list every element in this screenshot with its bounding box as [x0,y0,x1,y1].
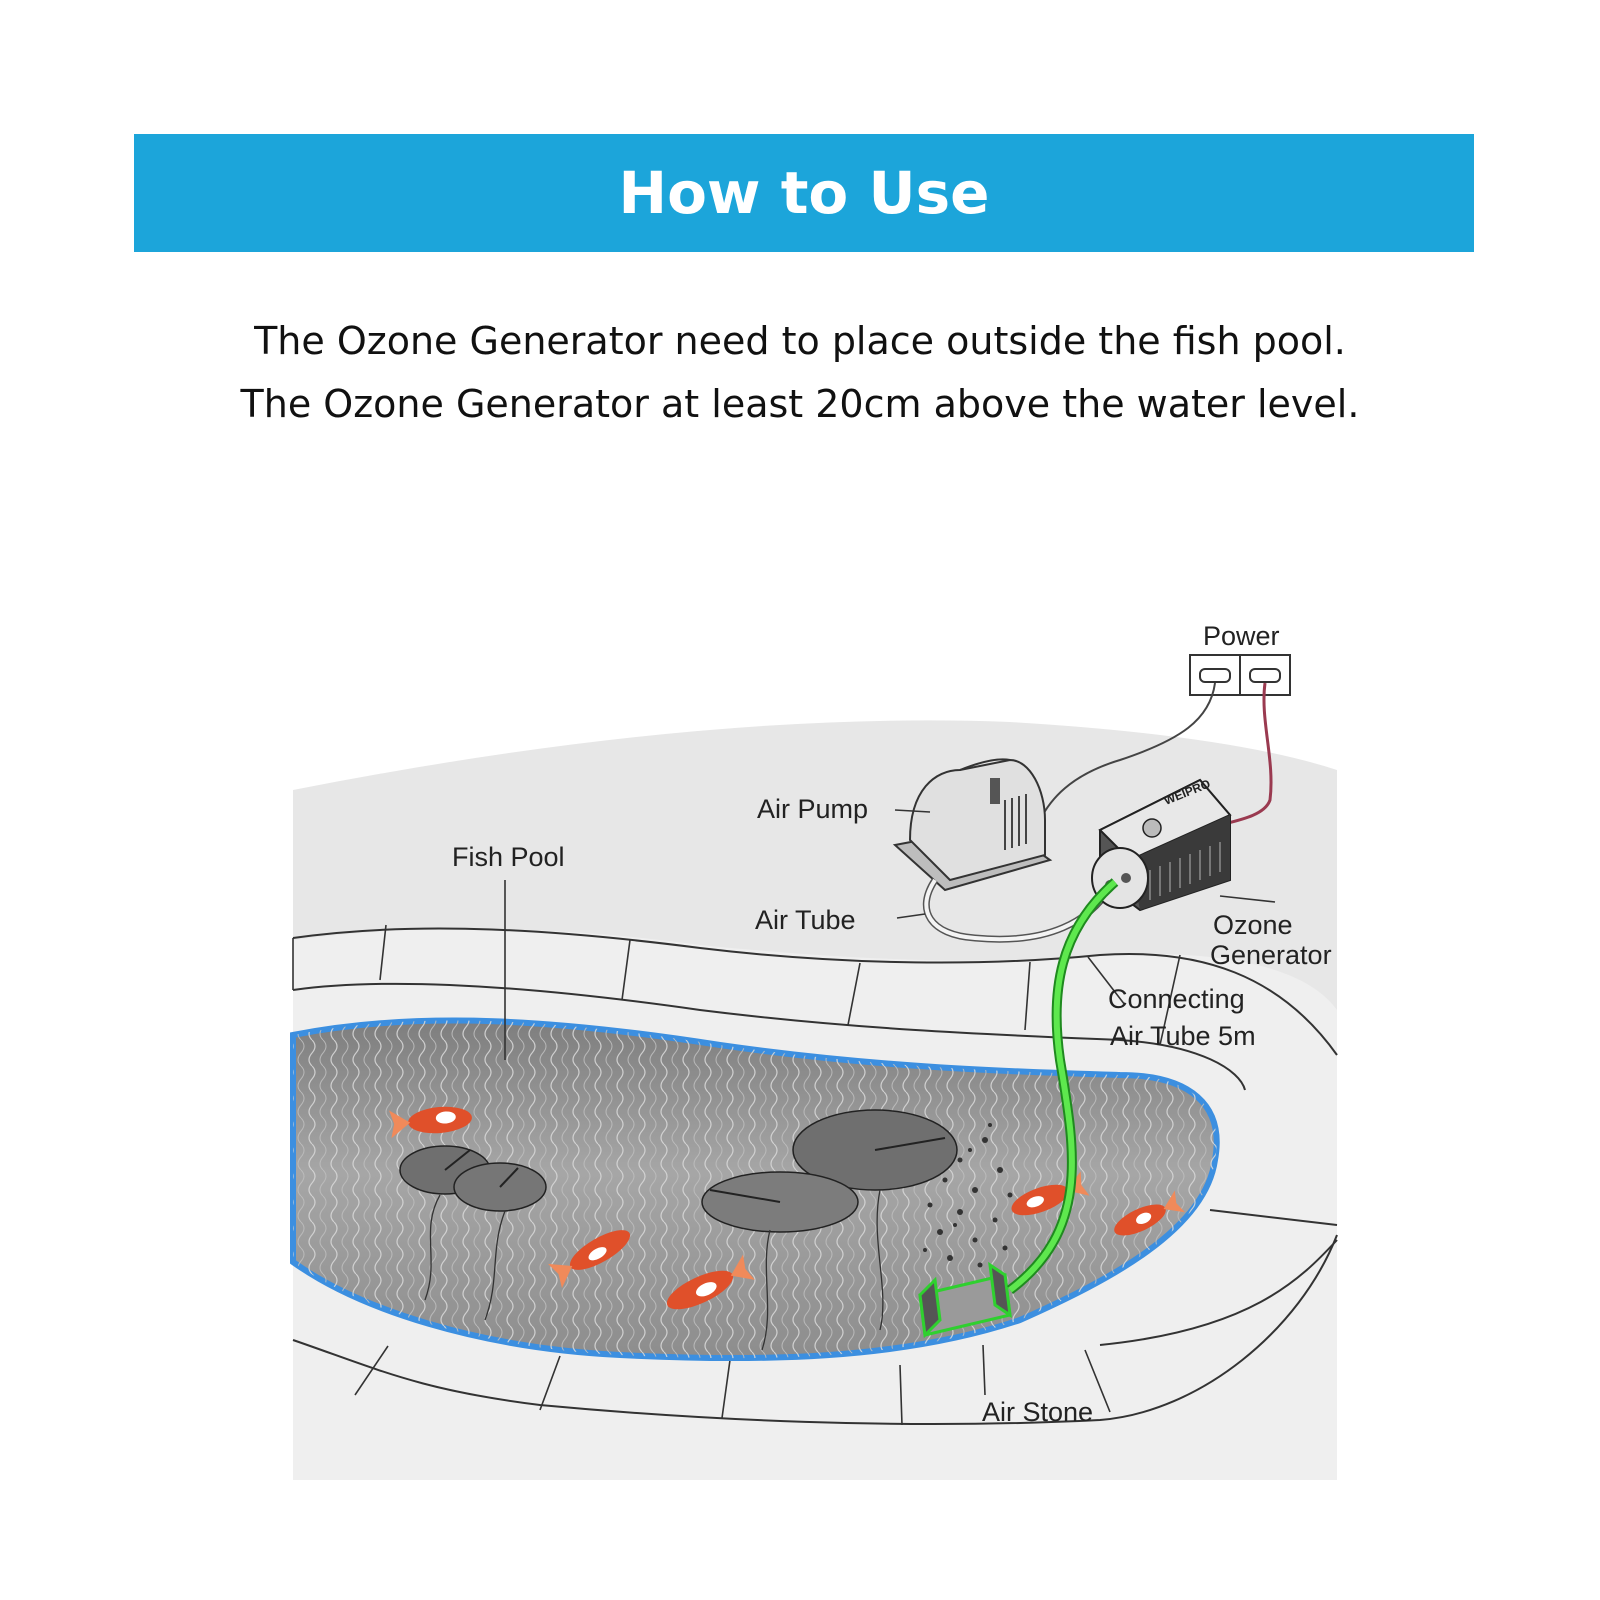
title-banner: How to Use [134,134,1474,252]
stone-edging [292,924,1338,1426]
fish-pool-label: Fish Pool [452,842,565,872]
power-outlet-icon [1189,654,1291,696]
generator-power-cord [1219,682,1273,827]
koi-fish-icon [388,1106,1185,1310]
air-pump-label: Air Pump [757,794,868,824]
air-pump-icon [892,758,1053,892]
leader-lines [504,809,1276,1396]
instructions: The Ozone Generator need to place outsid… [0,310,1600,436]
air-stone-label: Air Stone [982,1397,1093,1427]
ozone-generator-label-2: Generator [1210,940,1332,970]
instruction-line-1: The Ozone Generator need to place outsid… [254,319,1346,363]
connecting-tube-label-2: Air Tube 5m [1110,1021,1256,1051]
connecting-tube-label-1: Connecting [1108,984,1245,1014]
air-tube-label: Air Tube [755,905,856,935]
instruction-line-2: The Ozone Generator at least 20cm above … [240,382,1360,426]
page-title: How to Use [618,159,990,227]
pond-setup-diagram: WEIPRO Power Air Pump Air Tube Fish Pool… [290,621,1338,1480]
power-label: Power [1203,621,1280,651]
bubbles [923,1123,1013,1268]
ozone-generator-label-1: Ozone [1213,910,1293,940]
pump-power-cord [1039,682,1216,821]
lily-pad-icon [399,1109,958,1351]
air-stone-icon [918,1261,1012,1339]
